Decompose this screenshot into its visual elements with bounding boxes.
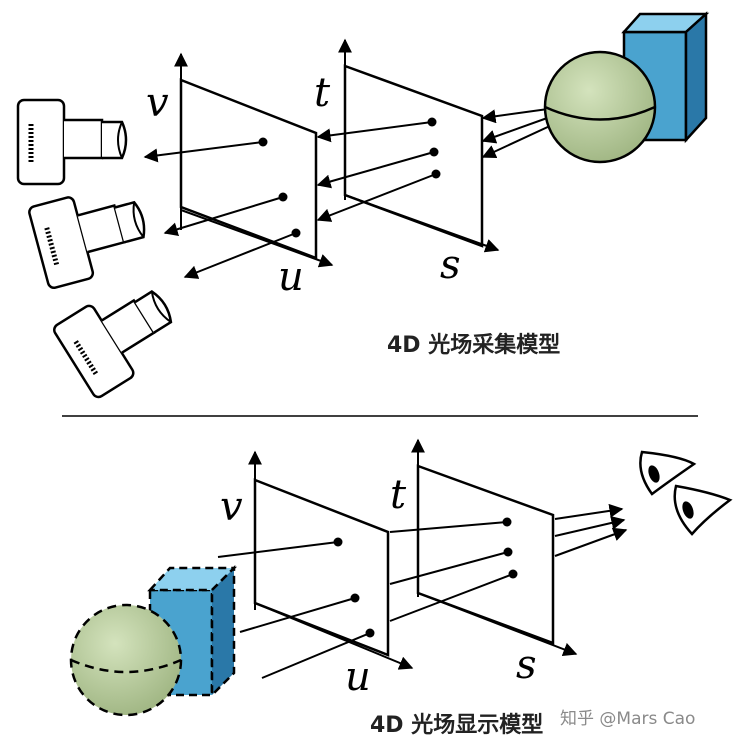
bottom-st-point-2 — [503, 547, 513, 557]
top-ray-uv-3 — [183, 232, 297, 279]
top-t-label: t — [314, 70, 331, 116]
top-v-label: v — [146, 80, 169, 126]
top-object-ray-2 — [481, 116, 551, 144]
top-st-plane — [343, 64, 484, 248]
bottom-u-label: u — [345, 654, 371, 700]
bottom-st-plane — [416, 464, 555, 645]
bottom-s-label: s — [516, 642, 537, 688]
bottom-uv-plane — [253, 478, 390, 657]
top-object-ray-1 — [481, 108, 549, 124]
top-uv-point-3 — [291, 228, 301, 238]
bottom-v-label: v — [220, 484, 243, 530]
top-caption: 4D 光场采集模型 — [387, 332, 560, 358]
bottom-ray-out-2 — [554, 516, 626, 537]
watermark: 知乎 @Mars Cao — [560, 709, 695, 729]
bottom-st-point-3 — [508, 569, 518, 579]
eye-icon — [673, 484, 733, 536]
top-ray-uv-1 — [143, 141, 264, 163]
camera-icon — [16, 98, 128, 186]
eye-icon — [639, 450, 697, 496]
sphere-shape — [69, 603, 183, 717]
top-ray-uv-2 — [163, 196, 284, 237]
top-ray-st-3 — [316, 173, 437, 222]
bottom-ray-obj-1 — [217, 541, 339, 558]
bottom-panel: v t u s — [69, 438, 733, 738]
bottom-ray-mid-3 — [389, 573, 514, 622]
bottom-uv-point-1 — [333, 537, 343, 547]
camera-icon — [28, 196, 146, 290]
bottom-st-point-1 — [502, 517, 512, 527]
bottom-t-label: t — [390, 472, 407, 518]
top-u-label: u — [278, 254, 304, 300]
top-uv-point-1 — [258, 137, 268, 147]
bottom-ray-obj-2 — [239, 597, 356, 633]
sphere-shape — [543, 50, 657, 164]
top-ray-st-1 — [316, 121, 433, 143]
top-s-label: s — [440, 242, 461, 288]
top-ray-st-2 — [316, 151, 435, 189]
bottom-ray-out-3 — [554, 527, 628, 557]
top-st-point-2 — [429, 147, 439, 157]
bottom-ray-mid-2 — [389, 551, 509, 585]
bottom-ray-mid-1 — [389, 521, 508, 533]
bottom-uv-point-2 — [350, 593, 360, 603]
bottom-uv-point-3 — [365, 628, 375, 638]
bottom-ray-obj-3 — [261, 632, 371, 679]
bottom-ray-out-1 — [554, 503, 624, 520]
top-st-point-1 — [427, 117, 437, 127]
camera-icon — [53, 290, 173, 399]
cube-shape — [147, 564, 238, 699]
top-st-point-3 — [431, 169, 441, 179]
top-object-ray-3 — [481, 124, 553, 159]
bottom-caption: 4D 光场显示模型 — [370, 713, 543, 738]
top-uv-point-2 — [278, 192, 288, 202]
top-panel: v t u s — [16, 11, 710, 399]
top-uv-plane — [179, 78, 318, 260]
